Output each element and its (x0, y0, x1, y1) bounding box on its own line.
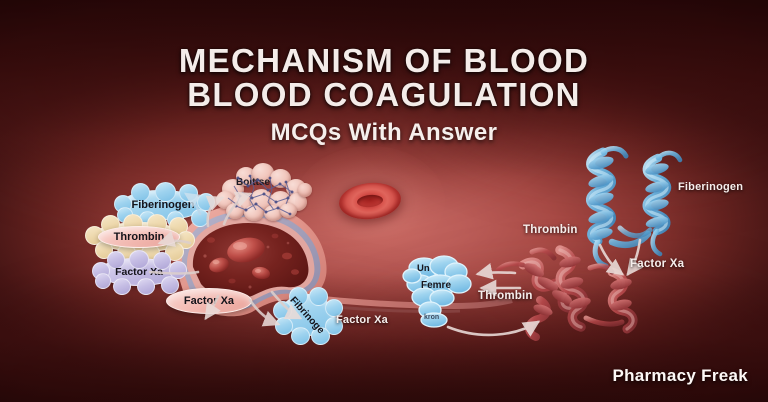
blue-cluster-label-mid: Femre (421, 280, 452, 291)
label-factor-xa-pill: Factor Xa (166, 288, 252, 314)
label-thrombin-right: Thrombin (523, 224, 578, 236)
label-factor-xa-right: Factor Xa (630, 258, 685, 270)
title-subtitle: MCQs With Answer (270, 119, 498, 146)
blue-cluster-label-top: Un (417, 263, 430, 274)
title-line-2: BLOOD COAGULATION (187, 76, 581, 113)
label-clot-text: Boittse (236, 177, 270, 188)
label-fiberinogen-right: Fiberinogen (678, 181, 744, 193)
label-fibrinoge-cloud: Fibrinoge (273, 287, 343, 345)
page-title: MECHANISM OF BLOOD BLOOD COAGULATION MCQ… (0, 44, 768, 147)
title-line-1: MECHANISM OF BLOOD (178, 42, 590, 79)
label-thrombin-pill: Thrombin (98, 226, 180, 248)
label-thrombin-cluster: Thrombin (478, 290, 533, 302)
label-thrombin-pill-text: Thrombin (113, 231, 165, 243)
label-factor-xa-purple: Factor Xa (92, 250, 187, 295)
label-factor-xa-pill-text: Factor Xa (183, 295, 235, 307)
watermark-pharmacy-freak: Pharmacy Freak (612, 366, 748, 385)
label-factor-xa-plain: Factor Xa (336, 314, 388, 326)
blue-cluster-label-bottom: kron (424, 314, 440, 321)
